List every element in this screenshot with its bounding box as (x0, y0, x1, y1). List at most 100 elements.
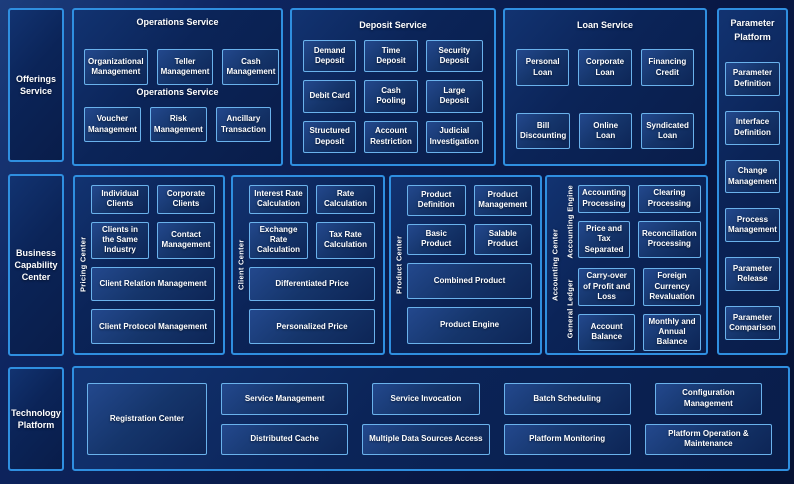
tech-column-4: Configuration Management Platform Operat… (644, 383, 772, 455)
deposit-service-section: Deposit Service Demand Deposit Time Depo… (290, 8, 496, 166)
box-voucher-management: Voucher Management (84, 107, 141, 142)
box-contact-management: Contact Management (157, 221, 215, 259)
accounting-engine-group: Accounting Engine Accounting Processing … (563, 185, 701, 259)
box-interface-definition: Interface Definition (725, 110, 780, 145)
box-distributed-cache: Distributed Cache (221, 423, 349, 455)
box-security-deposit: Security Deposit (425, 40, 483, 73)
box-platform-operation-maintenance: Platform Operation & Maintenance (644, 423, 772, 455)
box-personalized-price: Personalized Price (249, 309, 375, 344)
box-account-restriction: Account Restriction (364, 120, 418, 153)
tech-column-3: Batch Scheduling Platform Monitoring (503, 383, 631, 455)
box-corporate-clients: Corporate Clients (157, 185, 215, 214)
box-clearing-processing: Clearing Processing (638, 185, 701, 213)
box-teller-management: Teller Management (156, 49, 214, 85)
box-differentiated-price: Differentiated Price (249, 266, 375, 302)
box-account-balance: Account Balance (578, 313, 636, 351)
pricing-center-content: Individual Clients Corporate Clients Cli… (91, 185, 215, 344)
operations-service-subtitle: Operations Service (136, 87, 219, 97)
box-judicial-investigation: Judicial Investigation (425, 120, 483, 153)
box-registration-center: Registration Center (87, 383, 207, 455)
product-center-section: Product Center Product Definition Produc… (389, 175, 542, 355)
loan-row-2: Bill Discounting Online Loan Syndicated … (516, 113, 694, 149)
parameter-platform-title: Parameter Platform (730, 18, 775, 42)
box-individual-clients: Individual Clients (91, 185, 149, 214)
client-center-section: Client Center Interest Rate Calculation … (231, 175, 385, 355)
box-ancillary-transaction: Ancillary Transaction (215, 107, 271, 142)
box-rate-calculation: Rate Calculation (316, 185, 375, 214)
box-time-deposit: Time Deposit (364, 40, 418, 73)
loan-row-1: Personal Loan Corporate Loan Financing C… (516, 49, 694, 86)
loan-service-section: Loan Service Personal Loan Corporate Loa… (503, 8, 707, 166)
box-salable-product: Salable Product (473, 223, 532, 255)
technology-platform-section: Registration Center Service Management D… (72, 366, 790, 471)
box-interest-rate-calculation: Interest Rate Calculation (249, 185, 308, 214)
box-client-relation-management: Client Relation Management (91, 266, 215, 302)
box-product-management: Product Management (473, 185, 532, 216)
box-service-invocation: Service Invocation (372, 383, 480, 415)
box-monthly-annual-balance: Monthly and Annual Balance (643, 313, 701, 351)
box-structured-deposit: Structured Deposit (303, 120, 357, 153)
box-parameter-release: Parameter Release (725, 257, 780, 292)
product-center-content: Product Definition Product Management Ba… (407, 185, 532, 344)
product-center-label: Product Center (394, 235, 404, 294)
box-basic-product: Basic Product (407, 223, 466, 255)
box-configuration-management: Configuration Management (654, 383, 762, 415)
box-product-definition: Product Definition (407, 185, 466, 216)
box-client-protocol-management: Client Protocol Management (91, 309, 215, 344)
box-tax-rate-calculation: Tax Rate Calculation (316, 221, 375, 259)
box-online-loan: Online Loan (579, 113, 633, 149)
box-combined-product: Combined Product (407, 262, 532, 300)
pricing-center-section: Pricing Center Individual Clients Corpor… (73, 175, 225, 355)
accounting-center-label: Accounting Center (550, 228, 560, 301)
box-demand-deposit: Demand Deposit (303, 40, 357, 73)
box-debit-card: Debit Card (303, 80, 357, 113)
box-carry-over-profit-loss: Carry-over of Profit and Loss (578, 268, 636, 306)
box-service-management: Service Management (221, 383, 349, 415)
parameter-platform-section: Parameter Platform Parameter Definition … (717, 8, 788, 355)
box-accounting-processing: Accounting Processing (578, 185, 630, 213)
box-parameter-comparison: Parameter Comparison (725, 306, 780, 341)
tech-column-1: Service Management Distributed Cache (221, 383, 349, 455)
rail-offerings-service: Offerings Service (8, 8, 64, 162)
box-bill-discounting: Bill Discounting (516, 113, 571, 149)
box-multiple-data-sources-access: Multiple Data Sources Access (362, 423, 490, 455)
accounting-engine-label: Accounting Engine (565, 185, 575, 259)
deposit-grid: Demand Deposit Time Deposit Security Dep… (303, 40, 483, 153)
operations-row-1: Organizational Management Teller Managem… (84, 49, 280, 85)
operations-service-section: Operations Service Organizational Manage… (72, 8, 283, 166)
box-platform-monitoring: Platform Monitoring (503, 423, 631, 455)
box-clients-same-industry: Clients in the Same Industry (91, 221, 149, 259)
box-cash-management: Cash Management (222, 49, 280, 85)
rail-technology-platform: Technology Platform (8, 367, 64, 471)
box-syndicated-loan: Syndicated Loan (641, 113, 694, 149)
general-ledger-label: General Ledger (565, 280, 575, 340)
box-exchange-rate-calculation: Exchange Rate Calculation (249, 221, 308, 259)
box-personal-loan: Personal Loan (516, 49, 570, 86)
box-batch-scheduling: Batch Scheduling (503, 383, 631, 415)
box-parameter-definition: Parameter Definition (725, 61, 780, 96)
box-reconciliation-processing: Reconciliation Processing (638, 220, 701, 259)
box-organizational-management: Organizational Management (84, 49, 148, 85)
client-center-label: Client Center (236, 239, 246, 290)
client-center-content: Interest Rate Calculation Rate Calculati… (249, 185, 375, 344)
general-ledger-group: General Ledger Carry-over of Profit and … (563, 268, 701, 351)
tech-column-2: Service Invocation Multiple Data Sources… (362, 383, 490, 455)
box-change-management: Change Management (725, 159, 780, 194)
operations-service-title: Operations Service (136, 17, 219, 27)
pricing-center-label: Pricing Center (78, 236, 88, 293)
rail-business-capability-center: Business Capability Center (8, 174, 64, 356)
box-financing-credit: Financing Credit (640, 49, 694, 86)
box-price-and-tax-separated: Price and Tax Separated (578, 220, 630, 259)
box-large-deposit: Large Deposit (425, 80, 483, 113)
box-product-engine: Product Engine (407, 307, 532, 344)
box-cash-pooling: Cash Pooling (364, 80, 418, 113)
accounting-center-section: Accounting Center Accounting Engine Acco… (545, 175, 708, 355)
box-risk-management: Risk Management (149, 107, 207, 142)
box-process-management: Process Management (725, 208, 780, 243)
operations-row-2: Voucher Management Risk Management Ancil… (84, 107, 271, 142)
box-corporate-loan: Corporate Loan (578, 49, 632, 86)
box-foreign-currency-revaluation: Foreign Currency Revaluation (643, 268, 701, 306)
accounting-center-content: Accounting Engine Accounting Processing … (563, 185, 701, 351)
deposit-service-title: Deposit Service (359, 20, 427, 30)
